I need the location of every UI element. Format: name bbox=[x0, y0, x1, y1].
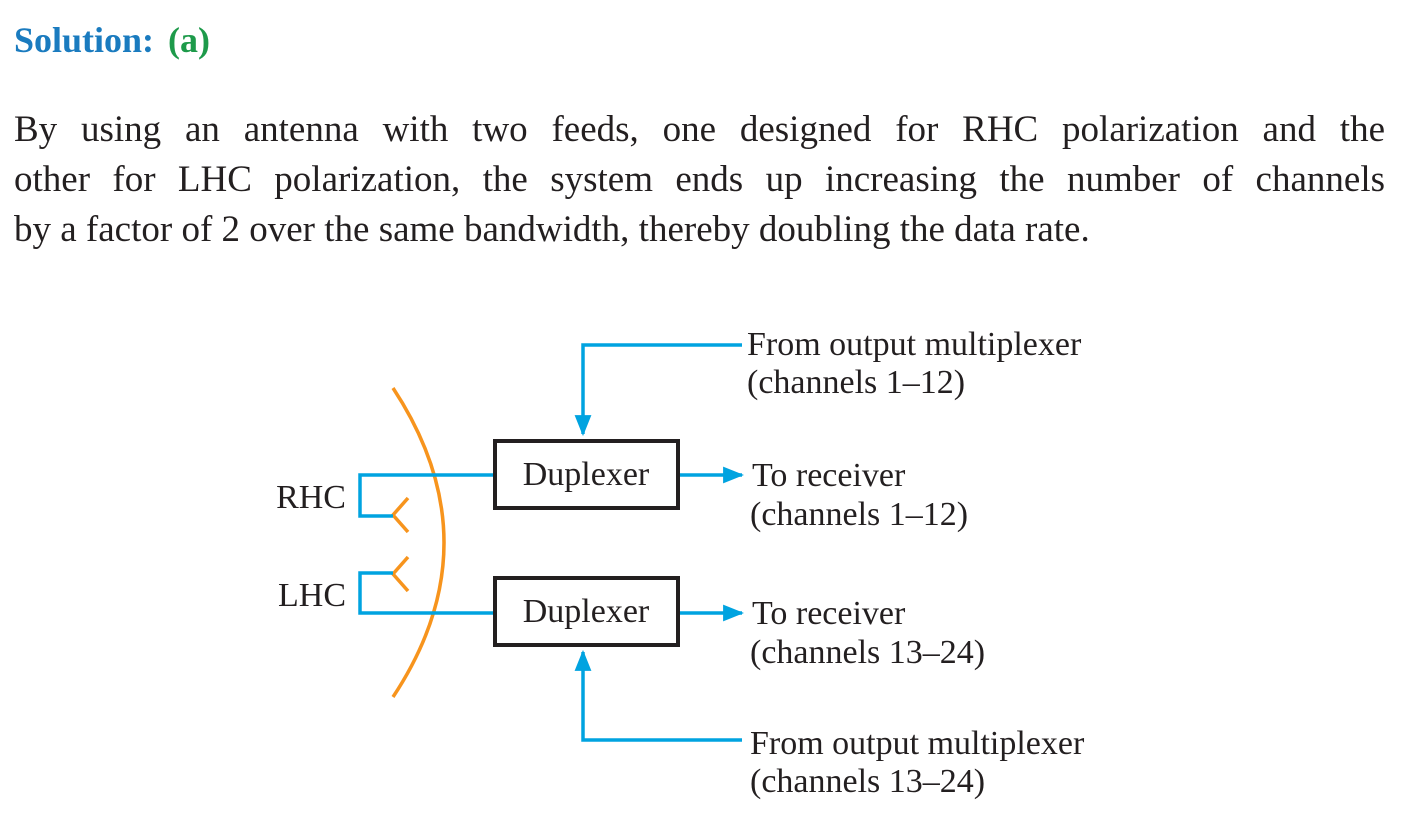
input-top-line1: From output multiplexer bbox=[747, 326, 1082, 363]
output-top-line2: (channels 1–12) bbox=[750, 496, 968, 533]
reflector-dish bbox=[391, 387, 446, 698]
solution-heading: Solution: (a) bbox=[14, 18, 210, 62]
bottom-input-line bbox=[574, 649, 742, 742]
paragraph-line: by a factor of 2 over the same bandwidth… bbox=[14, 209, 1090, 250]
rhc-feed-line bbox=[358, 473, 493, 518]
solution-label: Solution: bbox=[14, 20, 155, 60]
duplexer-top-label: Duplexer bbox=[523, 456, 650, 493]
rhc-feed-horn bbox=[390, 496, 410, 534]
input-bottom-line1: From output multiplexer bbox=[750, 725, 1085, 762]
input-top-line2: (channels 1–12) bbox=[747, 364, 965, 401]
solution-paragraph: By using an antenna with two feeds, one … bbox=[14, 105, 1385, 255]
rhc-label: RHC bbox=[276, 479, 346, 516]
paragraph-line: By using an antenna with two feeds, one … bbox=[14, 109, 1385, 150]
duplexer-top-box bbox=[493, 439, 680, 510]
lhc-label: LHC bbox=[278, 577, 346, 614]
top-input-line bbox=[574, 343, 742, 437]
lhc-feed-line bbox=[358, 571, 493, 615]
input-bottom-line2: (channels 13–24) bbox=[750, 763, 985, 800]
lhc-feed-horn bbox=[390, 555, 410, 593]
part-label: (a) bbox=[168, 20, 211, 60]
output-bottom-line1: To receiver bbox=[752, 595, 906, 632]
output-bottom-line2: (channels 13–24) bbox=[750, 634, 985, 671]
duplexer-bottom-box bbox=[493, 576, 680, 647]
paragraph-line: other for LHC polarization, the system e… bbox=[14, 159, 1385, 200]
duplexer-bottom-label: Duplexer bbox=[523, 593, 650, 630]
output-top-line1: To receiver bbox=[752, 457, 906, 494]
